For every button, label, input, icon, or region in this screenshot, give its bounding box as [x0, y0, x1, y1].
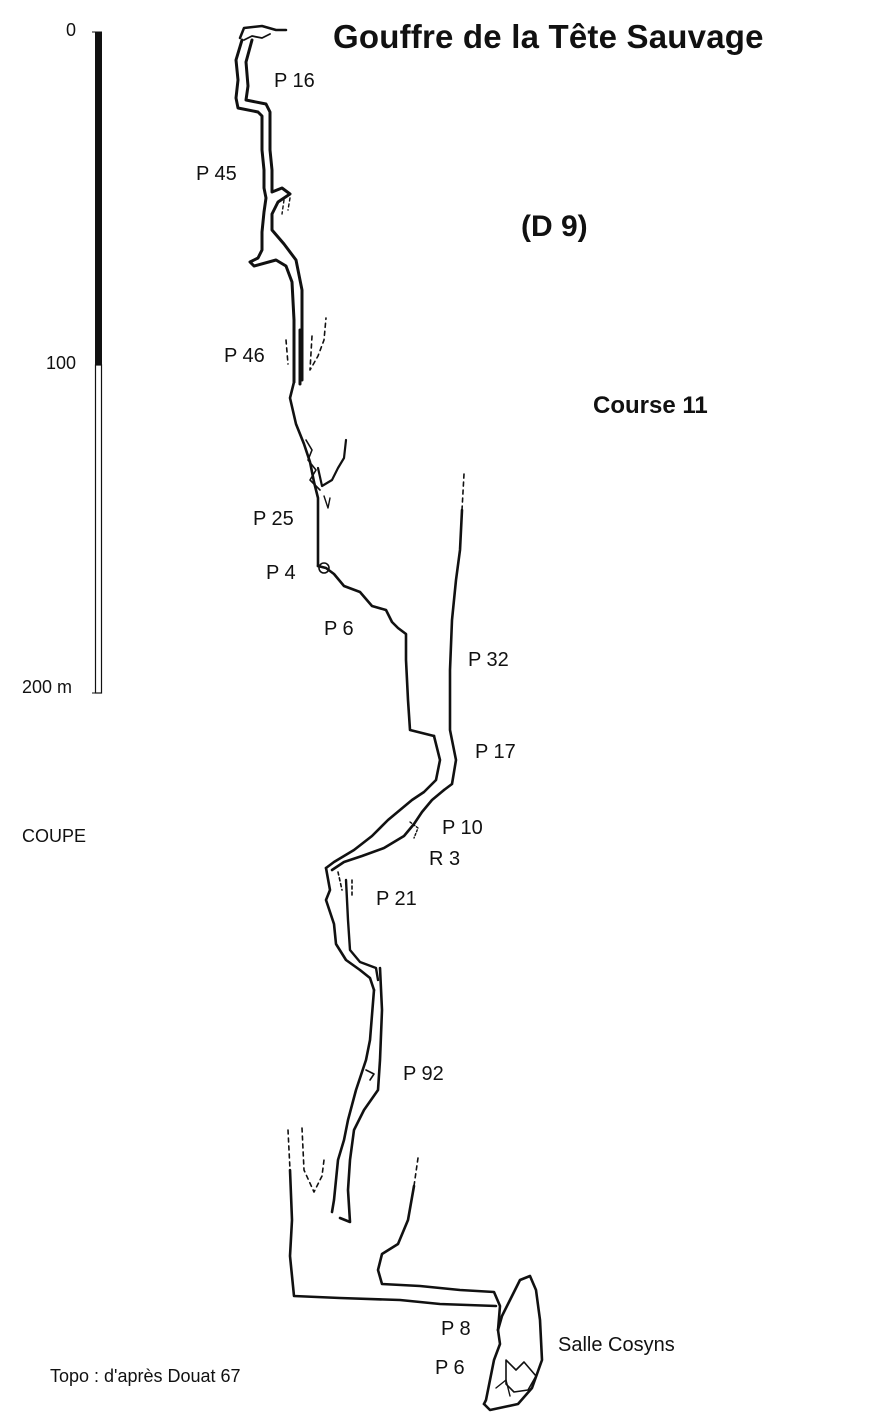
p46-side-dashes — [285, 317, 327, 371]
scale-bar-black-segment — [95, 32, 102, 365]
bottom-gallery-roof — [376, 1184, 502, 1332]
p6-bottom-shaft — [482, 1328, 502, 1406]
entrance-inner — [243, 33, 271, 41]
p25-chamber-rocks — [305, 439, 321, 491]
scale-label-0: 0 — [66, 20, 77, 40]
p21-left-wall — [324, 866, 376, 992]
pitch-label-p46: P 46 — [224, 345, 265, 367]
salle-cosyns-outline — [482, 1274, 544, 1412]
p92-ledge — [365, 1069, 375, 1081]
p4-p6-floor — [316, 564, 436, 738]
p21-side-dashes — [337, 871, 353, 897]
pitch-label-p92: P 92 — [403, 1063, 444, 1085]
pitch-label-p17: P 17 — [475, 741, 516, 763]
p21-right-wall — [344, 878, 380, 982]
p25-small-arrow — [323, 495, 331, 509]
p17-gallery-upper — [324, 734, 442, 870]
credit-label: Topo : d'après Douat 67 — [50, 1366, 241, 1386]
p92-left-wall — [330, 988, 376, 1214]
pitch-label-p4: P 4 — [266, 562, 296, 584]
bottom-gallery-floor — [288, 1168, 498, 1308]
p92-right-wall — [338, 966, 384, 1224]
right-side-dash — [413, 1157, 419, 1187]
scale-bar-white-segment — [94, 364, 103, 694]
p4-boulder — [318, 562, 330, 574]
pitch-label-p21: P 21 — [376, 888, 417, 910]
pitch-label-p6-bottom: P 6 — [435, 1357, 465, 1379]
pitch-label-p45: P 45 — [196, 163, 237, 185]
p32-shaft-wall — [442, 508, 464, 792]
view-label: COUPE — [22, 826, 87, 846]
pitch-label-p10: P 10 — [442, 817, 483, 839]
scale-label-200: 200 m — [22, 677, 73, 697]
pitch-label-p8: P 8 — [441, 1318, 471, 1340]
r3-dash — [409, 821, 419, 839]
p25-right-wall — [316, 438, 348, 488]
salle-cosyns-rock — [495, 1379, 511, 1397]
survey-title: Gouffre de la Tête Sauvage — [333, 18, 764, 55]
pitch-label-p6: P 6 — [324, 618, 354, 640]
side-dashes-upper — [281, 197, 291, 215]
lower-side-dashes — [287, 1127, 325, 1193]
cave-passage-walls — [234, 24, 544, 1412]
pitch-label-r3: R 3 — [429, 848, 461, 870]
pitch-label-p25: P 25 — [253, 508, 294, 530]
scale-bar — [92, 31, 103, 694]
p32-top-dash — [461, 473, 465, 511]
p17-gallery-lower — [330, 788, 446, 872]
entrance-top — [238, 24, 288, 40]
left-wall-mid — [288, 380, 320, 568]
scale-label-100: 100 — [46, 353, 77, 373]
cave-code: (D 9) — [521, 210, 588, 243]
room-label: Salle Cosyns — [558, 1334, 675, 1356]
course-label: Course 11 — [593, 392, 708, 419]
pitch-label-p16: P 16 — [274, 70, 315, 92]
left-wall-upper — [234, 38, 296, 384]
pitch-label-p32: P 32 — [468, 649, 509, 671]
right-wall-upper — [244, 38, 304, 382]
